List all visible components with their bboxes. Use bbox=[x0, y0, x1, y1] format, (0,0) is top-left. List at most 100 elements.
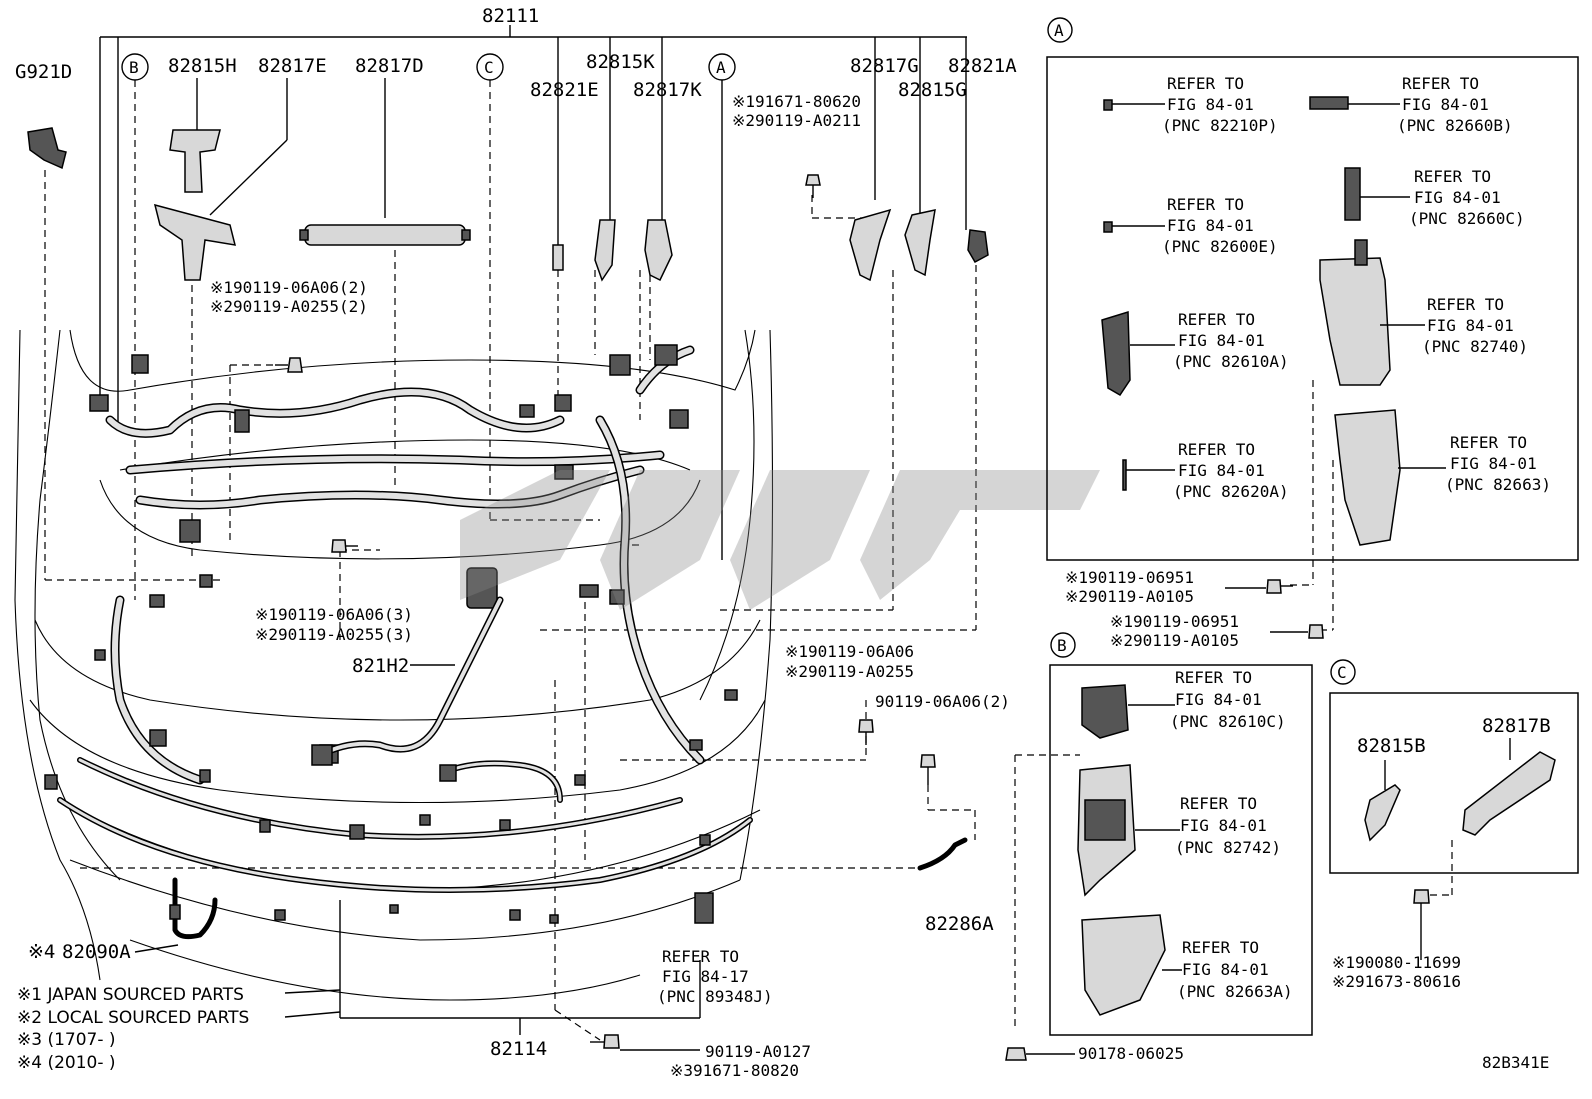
fastener-a-bolt2-2: ※290119-A0105 bbox=[1110, 631, 1239, 650]
label-821h2: 821H2 bbox=[352, 655, 409, 677]
a-82663-fig: FIG 84-01 bbox=[1450, 454, 1537, 473]
label-g921d: G921D bbox=[15, 61, 72, 83]
a-82660c-refer: REFER TO bbox=[1414, 167, 1491, 186]
harness-connectors bbox=[44, 344, 738, 924]
callout-c-main: C bbox=[476, 53, 504, 81]
fastener-a-bolt1-2: ※290119-A0105 bbox=[1065, 587, 1194, 606]
top-parts bbox=[27, 127, 989, 553]
fastener-mid-right-1: ※190119-06A06 bbox=[785, 642, 914, 661]
a-82663-pnc: (PNC 82663) bbox=[1445, 475, 1551, 494]
a-82660b-pnc: (PNC 82660B) bbox=[1397, 116, 1513, 135]
refer-fig-84-17: REFER TO FIG 84-17 (PNC 89348J) bbox=[657, 947, 773, 1006]
a-82660c-pnc: (PNC 82660C) bbox=[1409, 209, 1525, 228]
dashed-guide-lines bbox=[44, 80, 1453, 1041]
label-82815g: 82815G bbox=[898, 79, 967, 101]
label-82817d: 82817D bbox=[355, 55, 424, 77]
fastener-top-right-1: ※191671-80620 bbox=[732, 92, 861, 111]
refer-84-17-line1: REFER TO bbox=[662, 947, 739, 966]
a-82620a-pnc: (PNC 82620A) bbox=[1173, 482, 1289, 501]
sub-harness-821h2 bbox=[311, 567, 504, 766]
watermark-logo bbox=[460, 470, 1100, 610]
a-82600e-refer: REFER TO bbox=[1167, 195, 1244, 214]
note-4: ※4 (2010- ) bbox=[17, 1053, 116, 1073]
fastener-bottom-1: 90119-A0127 bbox=[705, 1042, 811, 1061]
diagram-code: 82B341E bbox=[1482, 1053, 1549, 1072]
lower-parts bbox=[590, 719, 968, 1049]
a-82610a-refer: REFER TO bbox=[1178, 310, 1255, 329]
refer-84-17-line2: FIG 84-17 bbox=[662, 967, 749, 986]
label-82815b: 82815B bbox=[1357, 735, 1426, 757]
b-82663a-fig: FIG 84-01 bbox=[1182, 960, 1269, 979]
detail-box-c: C 82815B 82817B bbox=[1329, 659, 1579, 874]
fastener-mid-right-2: ※290119-A0255 bbox=[785, 662, 914, 681]
a-82660b-fig: FIG 84-01 bbox=[1402, 95, 1489, 114]
label-82286a: 82286A bbox=[925, 913, 994, 935]
a-82610a-pnc: (PNC 82610A) bbox=[1173, 352, 1289, 371]
b-82663a-refer: REFER TO bbox=[1182, 938, 1259, 957]
label-82817k: 82817K bbox=[633, 79, 702, 101]
label-82821e: 82821E bbox=[530, 79, 599, 101]
a-82660b-refer: REFER TO bbox=[1402, 74, 1479, 93]
fastener-center-1: ※190119-06A06(3) bbox=[255, 605, 413, 624]
note-3: ※3 (1707- ) bbox=[17, 1030, 116, 1050]
fastener-bottom-2: ※391671-80820 bbox=[670, 1061, 799, 1080]
a-82210p-pnc: (PNC 82210P) bbox=[1162, 116, 1278, 135]
a-82600e-pnc: (PNC 82600E) bbox=[1162, 237, 1278, 256]
b-82742-pnc: (PNC 82742) bbox=[1175, 838, 1281, 857]
b-82742-fig: FIG 84-01 bbox=[1180, 816, 1267, 835]
svg-text:A: A bbox=[716, 58, 726, 77]
a-82210p-refer: REFER TO bbox=[1167, 74, 1244, 93]
label-82817g: 82817G bbox=[850, 55, 919, 77]
svg-text:C: C bbox=[484, 58, 494, 77]
label-82090a-prefix: ※4 bbox=[28, 941, 55, 963]
a-82600e-fig: FIG 84-01 bbox=[1167, 216, 1254, 235]
fastener-left-1: ※190119-06A06(2) bbox=[210, 278, 368, 297]
a-82660c-fig: FIG 84-01 bbox=[1414, 188, 1501, 207]
label-82817e: 82817E bbox=[258, 55, 327, 77]
a-82740-fig: FIG 84-01 bbox=[1427, 316, 1514, 335]
b-82663a-pnc: (PNC 82663A) bbox=[1177, 982, 1293, 1001]
fastener-b-clip: 90178-06025 bbox=[1078, 1044, 1184, 1063]
callout-a-main: A bbox=[708, 53, 736, 81]
svg-text:C: C bbox=[1337, 663, 1347, 682]
bracket-82114 bbox=[339, 900, 701, 1035]
main-harness-leader-lines bbox=[99, 25, 967, 560]
a-82663-refer: REFER TO bbox=[1450, 433, 1527, 452]
detail-box-a: A REFER TO FIG 84-01 (PNC 82210P) REFER … bbox=[1046, 17, 1579, 561]
refer-84-17-line3: (PNC 89348J) bbox=[657, 987, 773, 1006]
label-82111: 82111 bbox=[482, 5, 539, 27]
note-1: ※1 JAPAN SOURCED PARTS bbox=[17, 985, 244, 1005]
fastener-mid-right-3: 90119-06A06(2) bbox=[875, 692, 1010, 711]
b-82742-refer: REFER TO bbox=[1180, 794, 1257, 813]
svg-text:B: B bbox=[129, 58, 139, 77]
label-82821a: 82821A bbox=[948, 55, 1017, 77]
a-82620a-fig: FIG 84-01 bbox=[1178, 461, 1265, 480]
a-82210p-fig: FIG 84-01 bbox=[1167, 95, 1254, 114]
svg-text:B: B bbox=[1057, 636, 1067, 655]
detail-box-b: B REFER TO FIG 84-01 (PNC 82610C) REFER … bbox=[1049, 632, 1313, 1036]
fastener-c-bolt-1: ※190080-11699 bbox=[1332, 953, 1461, 972]
callout-b-main: B bbox=[121, 53, 149, 81]
label-82817b: 82817B bbox=[1482, 715, 1551, 737]
label-82815h: 82815H bbox=[168, 55, 237, 77]
b-82610c-fig: FIG 84-01 bbox=[1175, 690, 1262, 709]
note-2: ※2 LOCAL SOURCED PARTS bbox=[17, 1008, 249, 1028]
main-harness-82111 bbox=[57, 345, 753, 940]
a-82620a-refer: REFER TO bbox=[1178, 440, 1255, 459]
fastener-c-bolt-2: ※291673-80616 bbox=[1332, 972, 1461, 991]
label-82090a: 82090A bbox=[62, 941, 131, 963]
b-82610c-pnc: (PNC 82610C) bbox=[1170, 712, 1286, 731]
b-82610c-refer: REFER TO bbox=[1175, 668, 1252, 687]
fastener-center-2: ※290119-A0255(3) bbox=[255, 625, 413, 644]
a-82740-refer: REFER TO bbox=[1427, 295, 1504, 314]
fastener-top-right-2: ※290119-A0211 bbox=[732, 111, 861, 130]
fastener-a-bolt2-1: ※190119-06951 bbox=[1110, 612, 1239, 631]
label-82815k: 82815K bbox=[586, 51, 655, 73]
a-82610a-fig: FIG 84-01 bbox=[1178, 331, 1265, 350]
svg-text:A: A bbox=[1054, 21, 1064, 40]
a-82740-pnc: (PNC 82740) bbox=[1422, 337, 1528, 356]
fastener-left-2: ※290119-A0255(2) bbox=[210, 297, 368, 316]
label-82114: 82114 bbox=[490, 1038, 547, 1060]
fastener-a-bolt1-1: ※190119-06951 bbox=[1065, 568, 1194, 587]
